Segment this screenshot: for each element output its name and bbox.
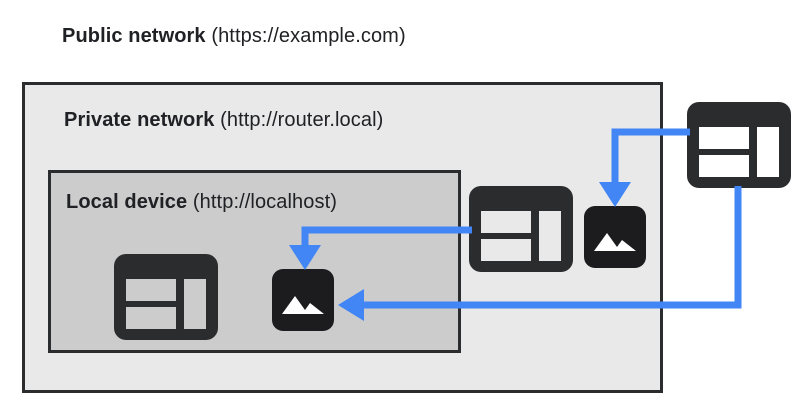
local-device-name: Local device xyxy=(66,191,188,213)
private-network-url: (http://router.local) xyxy=(214,109,384,131)
image-icon xyxy=(272,269,334,331)
browser-window-icon xyxy=(687,102,791,188)
local-device-label: Local device (http://localhost) xyxy=(66,190,337,214)
private-network-name: Private network xyxy=(64,109,215,131)
public-network-name: Public network xyxy=(62,25,206,47)
private-network-label: Private network (http://router.local) xyxy=(64,108,383,132)
browser-window-icon xyxy=(114,254,218,340)
public-network-label: Public network (https://example.com) xyxy=(62,24,406,48)
public-network-url: (https://example.com) xyxy=(205,25,406,47)
local-device-url: (http://localhost) xyxy=(187,191,338,213)
image-icon xyxy=(584,206,646,268)
browser-window-icon xyxy=(469,186,573,272)
